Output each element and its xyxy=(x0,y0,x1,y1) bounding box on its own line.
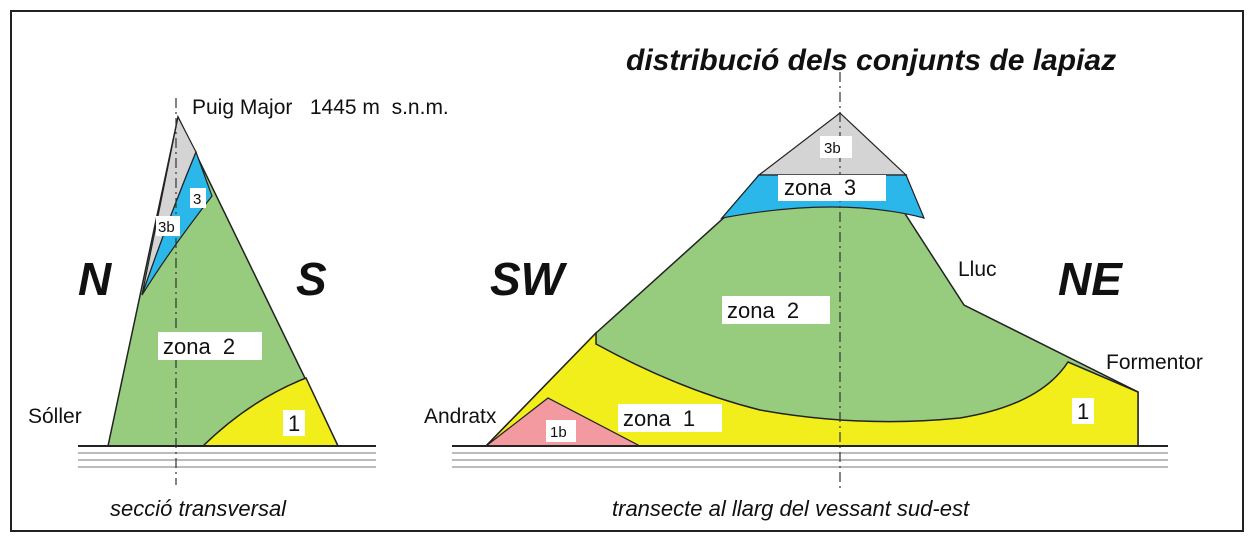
right-northeast-label: NE xyxy=(1058,253,1123,305)
left-zone-3-label: 3 xyxy=(193,191,201,208)
diagram-title: distribució dels conjunts de lapiaz xyxy=(626,44,1116,77)
peak-label: Puig Major 1445 m s.n.m. xyxy=(192,96,449,119)
right-zone-1-side-box xyxy=(1072,398,1094,424)
right-zone-3-label: zona 3 xyxy=(784,175,856,200)
frame-border xyxy=(10,10,1244,532)
right-zone-3-box xyxy=(778,175,886,201)
andratx-label: Andratx xyxy=(424,405,497,428)
left-zone-3b-label: 3b xyxy=(158,219,175,236)
left-zone-2-label: zona 2 xyxy=(163,334,235,359)
right-ground-lines xyxy=(452,445,1168,468)
right-zone-2-box xyxy=(722,296,830,324)
right-zone-1-label: zona 1 xyxy=(623,406,695,431)
left-profile: N S Puig Major 1445 m s.n.m. Sóller zona… xyxy=(28,96,449,521)
right-zone-1b-label: 1b xyxy=(550,424,567,441)
right-zone-3b-box xyxy=(820,136,852,158)
right-zone-1-side-label: 1 xyxy=(1077,399,1089,424)
formentor-label: Formentor xyxy=(1106,351,1203,374)
left-north-label: N xyxy=(78,253,112,305)
left-zone-3-box xyxy=(190,188,206,208)
lluc-label: Lluc xyxy=(958,258,997,281)
left-zone-3b-box xyxy=(156,216,180,236)
left-zone-2-box xyxy=(158,332,262,360)
soller-label: Sóller xyxy=(28,405,82,428)
left-caption: secció transversal xyxy=(110,496,287,521)
left-ground-lines xyxy=(78,445,376,468)
right-zone-1-box xyxy=(618,404,722,432)
right-zone-3b-label: 3b xyxy=(824,140,841,157)
left-zone-1-box xyxy=(283,410,305,436)
right-profile: distribució dels conjunts de lapiaz SW N… xyxy=(424,44,1203,521)
right-southwest-label: SW xyxy=(490,253,568,305)
right-caption: transecte al llarg del vessant sud-est xyxy=(612,496,970,521)
right-zone-1b-box xyxy=(546,420,576,442)
right-zone-2-label: zona 2 xyxy=(727,298,799,323)
left-south-label: S xyxy=(296,253,327,305)
left-zone-1-label: 1 xyxy=(288,411,300,436)
